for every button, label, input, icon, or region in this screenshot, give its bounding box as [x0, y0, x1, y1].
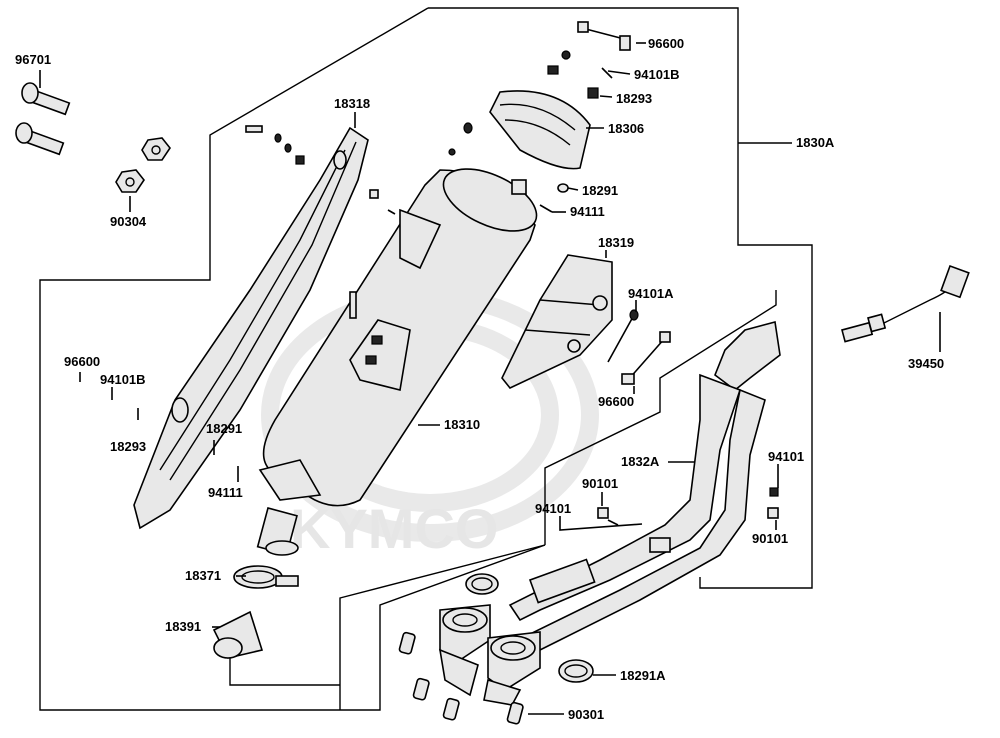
- bolt-96600-mid: [607, 309, 671, 385]
- muffler-18310: [258, 168, 538, 507]
- label-94101B-top: 94101B: [634, 67, 680, 82]
- label-39450: 39450: [908, 356, 945, 371]
- label-1832A: 1832A: [621, 454, 660, 469]
- label-90304: 90304: [110, 214, 147, 229]
- studs-90301: [398, 631, 524, 725]
- bolt-96600-top: [577, 21, 631, 51]
- label-90101-right: 90101: [752, 531, 789, 546]
- label-18318: 18318: [334, 96, 371, 111]
- label-18319: 18319: [598, 235, 635, 250]
- nut-90304: [115, 137, 171, 193]
- muffler-outline-bottom: [339, 544, 546, 710]
- label-1830A: 1830A: [796, 135, 835, 150]
- label-18306: 18306: [608, 121, 645, 136]
- label-18291-left: 18291: [206, 421, 243, 436]
- sleeve-18391: [212, 610, 264, 659]
- label-96600-left: 96600: [64, 354, 101, 369]
- label-18293-top: 18293: [616, 91, 653, 106]
- clamp-18371: [233, 565, 299, 589]
- heat-shield-18318: [133, 126, 369, 530]
- label-96600-top: 96600: [648, 36, 685, 51]
- label-94101B-left: 94101B: [100, 372, 146, 387]
- bolts-90101: [597, 487, 779, 526]
- end-cover-18306: [489, 90, 591, 170]
- oxygen-sensor-39450: [841, 264, 970, 343]
- label-96600-mid: 96600: [598, 394, 635, 409]
- label-18310: 18310: [444, 417, 481, 432]
- watermark-text: KYMCO: [290, 497, 498, 560]
- tail-pipe: [256, 507, 299, 556]
- label-18293-left: 18293: [110, 439, 147, 454]
- muffler-outline: [544, 290, 777, 545]
- label-18291-top: 18291: [582, 183, 619, 198]
- assembly-outline: [428, 7, 813, 589]
- label-94111-left: 94111: [208, 485, 243, 500]
- hardware-top-small: [369, 50, 613, 215]
- label-96701: 96701: [15, 52, 52, 67]
- label-18291A: 18291A: [620, 668, 666, 683]
- label-18371: 18371: [185, 568, 222, 583]
- label-94101A: 94101A: [628, 286, 674, 301]
- header-pipe-1832A: [438, 320, 781, 706]
- label-94101-right: 94101: [768, 449, 805, 464]
- side-shield-18319: [501, 254, 613, 389]
- label-18391: 18391: [165, 619, 202, 634]
- bolt-96701: [15, 82, 71, 156]
- assembly-outline-left: [39, 7, 546, 711]
- label-90301: 90301: [568, 707, 605, 722]
- leader-lines: [39, 42, 941, 715]
- gasket-18291A: [465, 573, 594, 683]
- label-94101-mid: 94101: [535, 501, 572, 516]
- hardware-18318-top: [245, 125, 305, 165]
- label-90101-mid: 90101: [582, 476, 619, 491]
- label-94111-top: 94111: [570, 204, 605, 219]
